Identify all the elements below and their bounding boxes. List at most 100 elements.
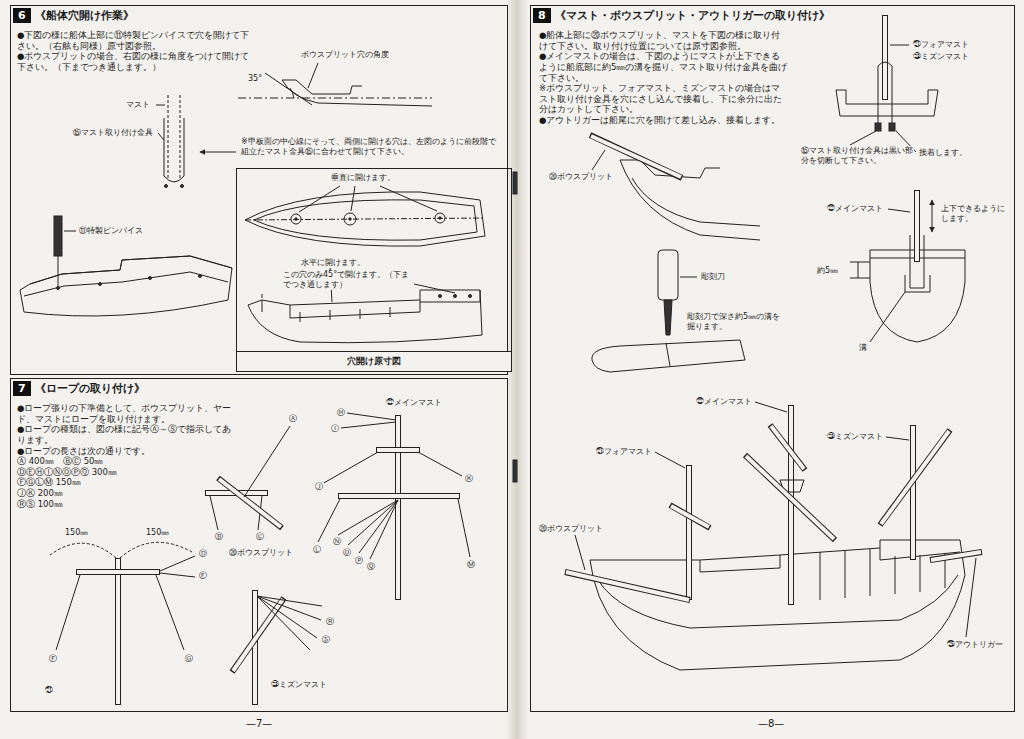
callout-label: Ⓜ: [466, 560, 476, 570]
instruction-body: ●ロープ張りの下準備として、ボウスプリット、ヤード、マストにロープを取り付けます…: [17, 403, 239, 509]
hole-template-figure-part: [262, 294, 263, 298]
rope-main-mast-figure-part: [370, 500, 398, 559]
mast-fitting-figure-part: [156, 105, 165, 106]
binding-marks-part: [513, 172, 517, 194]
bowsprit-angle-figure-part: [282, 80, 362, 94]
callout-label: 彫刻刀で深さ約5㎜の溝を掘ります。: [686, 312, 788, 332]
bowsprit-angle-figure-part: [308, 63, 318, 88]
bowsprit-bow-figure: [590, 135, 760, 240]
rope-mizzen-figure-part: [257, 596, 310, 650]
page-number: —7—: [245, 718, 273, 731]
assembled-ship-figure-part: [789, 406, 793, 604]
hole-template-figure-part: [469, 295, 472, 298]
hull-with-pin-vise-part: [58, 256, 59, 286]
rope-main-mast-figure-part: [341, 422, 396, 428]
assembled-ship-figure-part: [598, 575, 958, 628]
assembled-ship-figure-part: [845, 550, 846, 598]
assembled-ship-figure-part: [911, 426, 915, 559]
chisel-figure-part: [658, 250, 678, 300]
rope-cross-figure-part: [156, 575, 184, 650]
rope-mizzen-figure-part: [252, 590, 258, 705]
hole-template-figure-part: [414, 284, 455, 293]
instruction-text: ※ボウスプリット、フォアマスト、ミズンマストの場合はマスト取り付け金具を穴にさし…: [539, 83, 789, 115]
callout-label: 水平に開けます。: [300, 258, 366, 268]
hole-template-figure-part: [390, 307, 391, 317]
mast-fitting-cut-figure-part: [890, 45, 909, 46]
section-title: 《船体穴開け作業》: [35, 8, 134, 23]
hull-with-pin-vise-part: [149, 277, 152, 280]
instruction-body: ●船体上部に⑳ボウスプリット、マストを下図の様に取り付けて下さい。取り付け位置に…: [539, 30, 789, 126]
hole-template-figure-part: [299, 186, 340, 212]
hole-template-figure-part: [330, 268, 332, 302]
rope-bowsprit-figure-part: [244, 426, 290, 497]
callout-label: 溝: [858, 343, 868, 353]
callout-label: ⑳ボウスプリット: [228, 548, 294, 558]
callout-label: ⑮マスト取り付け金具は黒い部分を切断して下さい。: [800, 146, 914, 166]
hole-template-figure-part: [435, 213, 445, 223]
callout-label: ㉑: [44, 686, 54, 696]
callout-label: ㉓ミズンマスト: [270, 680, 328, 690]
instruction-text: ●下図の様に船体上部に⑪特製ピンバイスで穴を開けて下さい。（右舷も同様）原寸図参…: [17, 30, 255, 51]
assembled-ship-figure-part: [687, 466, 691, 599]
hull-with-pin-vise-part: [20, 256, 232, 316]
hull-with-pin-vise-part: [24, 272, 228, 296]
instruction-text: ⒿⓀ 200㎜: [17, 488, 239, 499]
hole-template-figure-part: [254, 200, 477, 240]
rope-main-mast-figure: [318, 413, 470, 600]
hull-with-pin-vise-part: [57, 287, 60, 290]
instruction-text: ⓇⓈ 100㎜: [17, 499, 239, 510]
chisel-figure-part: [666, 343, 670, 366]
rope-main-mast-figure-part: [318, 499, 340, 542]
main-mast-section-figure-part: [905, 275, 930, 292]
callout-label: Ⓕ: [48, 654, 58, 664]
callout-label: Ⓝ: [332, 537, 342, 547]
bowsprit-bow-figure-part: [620, 160, 760, 240]
instruction-text: ●ボウスプリットの場合、右図の様に角度をつけて開けて下さい。（下までつき通します…: [17, 51, 255, 72]
rope-cross-figure-part: [115, 558, 121, 705]
instruction-text: ⒹⒺⒽⒾⓃⓄⓅⓆ 300㎜: [17, 467, 239, 478]
rope-main-mast-figure-part: [376, 447, 420, 453]
hole-template-figure-part: [344, 213, 356, 225]
figure-caption: 穴開け原寸図: [237, 351, 511, 371]
mast-fitting-figure-part: [158, 133, 164, 140]
instruction-text: ●メインマストの場合は、下図のようにマストが上下できるように船底部に約5㎜の溝を…: [539, 51, 789, 83]
page-fold: [506, 0, 528, 739]
rope-main-mast-figure-part: [338, 500, 398, 535]
section-panel: 6 《船体穴開け作業》 ●下図の様に船体上部に⑪特製ピンバイスで穴を開けて下さい。（…: [10, 5, 508, 375]
rope-mizzen-figure-part: [233, 599, 283, 671]
assembled-ship-figure-part: [920, 555, 921, 592]
instruction-text: ●ロープの長さは次の通りです。: [17, 446, 239, 457]
hull-with-pin-vise-part: [99, 283, 102, 286]
assembled-ship-figure: [565, 402, 982, 670]
callout-label: Ⓢ: [321, 635, 331, 645]
mast-fitting-cut-figure-part: [896, 131, 916, 152]
mast-fitting-cut-figure-part: [875, 123, 881, 131]
assembled-ship-figure-part: [671, 506, 709, 527]
callout-label: ㉕アウトリガー: [946, 640, 1004, 650]
main-mast-section-figure: [850, 190, 965, 342]
callout-label: 彫刻刀: [700, 272, 726, 282]
instruction-text: ⒻⒼⓁⓂ 150㎜: [17, 477, 239, 488]
chisel-figure: [592, 250, 745, 372]
page-number: —8—: [757, 718, 785, 731]
instruction-text: ●船体上部に⑳ボウスプリット、マストを下図の様に取り付けて下さい。取り付け位置に…: [539, 30, 789, 51]
assembled-ship-figure-part: [930, 552, 982, 560]
mast-fitting-cut-figure-part: [883, 16, 887, 99]
assembled-ship-figure-part: [881, 431, 949, 524]
mast-fitting-cut-figure-part: [882, 15, 888, 100]
rope-cross-figure-part: [116, 559, 120, 704]
section-title: 《ロープの取り付け》: [35, 381, 145, 396]
section-number: 6: [13, 8, 31, 23]
hull-with-pin-vise-part: [199, 275, 202, 278]
rope-main-mast-figure-part: [396, 416, 400, 599]
main-mast-section-figure-part: [910, 235, 924, 288]
section-panel: 7 《ロープの取り付け》 ●ロープ張りの下準備として、ボウスプリット、ヤード、マスト…: [10, 378, 508, 712]
section-number: 7: [13, 381, 31, 396]
callout-label: Ⓟ: [354, 556, 364, 566]
rope-bowsprit-figure-part: [218, 478, 282, 528]
figure-frame: 穴開け原寸図: [236, 168, 512, 372]
rope-mizzen-figure-part: [253, 591, 257, 704]
callout-label: ⑳ボウスプリット: [548, 172, 614, 182]
chisel-figure-part: [680, 277, 697, 278]
